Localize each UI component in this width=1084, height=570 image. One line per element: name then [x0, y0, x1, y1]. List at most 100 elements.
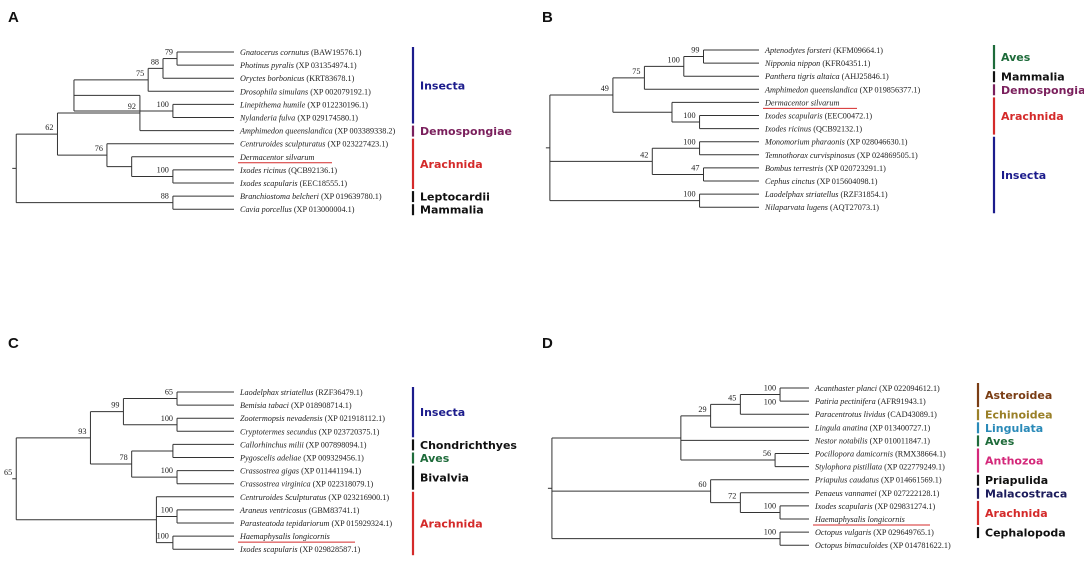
species-name: Oryctes borbonicus	[240, 74, 304, 83]
group-label: Priapulida	[985, 474, 1048, 487]
taxon-label: Linepithema humile (XP 012230196.1)	[239, 100, 368, 109]
taxon-label: Ixodes ricinus (QCB92136.1)	[239, 166, 337, 175]
species-name: Ixodes ricinus	[239, 166, 286, 175]
accession-id: (KRT83678.1)	[304, 74, 354, 83]
taxon-label: Laodelphax striatellus (RZF36479.1)	[239, 388, 363, 397]
species-name: Monomorium pharaonis	[764, 138, 845, 147]
species-name: Ixodes scapularis	[764, 112, 823, 121]
group-label: Chondrichthyes	[420, 439, 517, 452]
taxon-label: Zootermopsis nevadensis (XP 021918112.1)	[240, 414, 385, 423]
group-label: Echinoidea	[985, 409, 1053, 422]
taxon-label: Ixodes scapularis (EEC18555.1)	[239, 179, 347, 188]
accession-id: (AQT27073.1)	[828, 203, 879, 212]
accession-id: (XP 024869505.1)	[855, 151, 918, 160]
bootstrap-value: 100	[161, 466, 173, 475]
group-label: Lingulata	[985, 422, 1043, 435]
species-name: Pygoscelis adeliae	[239, 454, 302, 463]
species-name: Cavia porcellus	[240, 205, 292, 214]
taxon-label: Gnatocerus cornutus (BAW19576.1)	[240, 48, 362, 57]
group-label: Leptocardii	[420, 191, 490, 204]
group-label: Cephalopoda	[985, 527, 1066, 540]
group-label: Demospongiae	[420, 125, 512, 138]
species-name: Stylophora pistillata	[815, 463, 882, 472]
taxon-label: Ixodes scapularis (EEC00472.1)	[764, 112, 872, 121]
accession-id: (XP 029828587.1)	[298, 545, 361, 554]
bootstrap-value: 65	[165, 388, 173, 397]
group-label: Aves	[985, 435, 1015, 448]
taxon-label: Crassostrea virginica (XP 022318079.1)	[240, 480, 374, 489]
taxon-label: Cavia porcellus (XP 013000004.1)	[240, 205, 355, 214]
species-name: Parasteatoda tepidariorum	[239, 519, 329, 528]
accession-id: (XP 029831274.1)	[873, 502, 936, 511]
accession-id: (BAW19576.1)	[309, 48, 362, 57]
bootstrap-value: 49	[601, 84, 609, 93]
accession-id: (XP 002079192.1)	[308, 87, 371, 96]
taxon-label: Nipponia nippon (KFR04351.1)	[764, 59, 871, 68]
taxon-label: Cephus cinctus (XP 015604098.1)	[765, 177, 878, 186]
taxon-label: Panthera tigris altaica (AHJ25846.1)	[764, 72, 889, 81]
bootstrap-value: 56	[763, 449, 771, 458]
accession-id: (XP 027222128.1)	[877, 489, 940, 498]
accession-id: (XP 015604098.1)	[815, 177, 878, 186]
taxon-label: Crassostrea gigas (XP 011441194.1)	[240, 467, 361, 476]
accession-id: (XP 010011847.1)	[868, 436, 931, 445]
bootstrap-value: 42	[640, 150, 648, 159]
species-name: Branchiostoma belcheri	[240, 192, 320, 201]
bootstrap-value: 100	[764, 398, 776, 407]
bootstrap-value: 45	[728, 393, 736, 402]
species-name: Bombus terrestris	[765, 164, 823, 173]
group-label: Insecta	[420, 406, 465, 419]
taxon-label: Bemisia tabaci (XP 018908714.1)	[240, 401, 352, 410]
group-label: Mammalia	[1001, 71, 1065, 84]
bootstrap-value: 100	[157, 165, 169, 174]
bootstrap-value: 47	[691, 163, 699, 172]
accession-id: (XP 022779249.1)	[882, 463, 945, 472]
taxon-label: Priapulus caudatus (XP 014661569.1)	[814, 476, 942, 485]
accession-id: (XP 013400727.1)	[868, 423, 931, 432]
taxon-label: Ixodes ricinus (QCB92132.1)	[764, 125, 862, 134]
bootstrap-value: 100	[683, 111, 695, 120]
group-label: Malacostraca	[985, 487, 1067, 500]
accession-id: (EEC18555.1)	[298, 179, 348, 188]
species-name: Octopus bimaculoides	[815, 541, 888, 550]
taxon-label: Octopus vulgaris (XP 029649765.1)	[815, 528, 934, 537]
group-label: Bivalvia	[420, 472, 469, 485]
taxon-label: Patiria pectinifera (AFR91943.1)	[814, 397, 926, 406]
panel-letter: B	[542, 9, 553, 26]
bootstrap-value: 100	[683, 190, 695, 199]
accession-id: (XP 007898094.1)	[304, 440, 367, 449]
taxon-label: Dermacentor silvarum	[239, 153, 314, 162]
species-name: Haemaphysalis longicornis	[239, 532, 330, 541]
bootstrap-value: 60	[698, 480, 706, 489]
taxon-label: Drosophila simulans (XP 002079192.1)	[239, 87, 371, 96]
taxon-label: Haemaphysalis longicornis	[239, 532, 330, 541]
species-name: Lingula anatina	[814, 423, 868, 432]
species-name: Aptenodytes forsteri	[764, 46, 832, 55]
group-label: Demospongiae	[1001, 84, 1084, 97]
bootstrap-value: 100	[157, 532, 169, 541]
bootstrap-value: 79	[165, 48, 173, 57]
accession-id: (XP 023227423.1)	[325, 140, 388, 149]
accession-id: (XP 028046630.1)	[845, 138, 908, 147]
accession-id: (XP 013000004.1)	[292, 205, 355, 214]
taxon-label: Araneus ventricosus (GBM83741.1)	[239, 506, 360, 515]
accession-id: (XP 031354974.1)	[294, 61, 357, 70]
accession-id: (XP 009329456.1)	[301, 454, 364, 463]
taxon-label: Parasteatoda tepidariorum (XP 015929324.…	[239, 519, 392, 528]
species-name: Nipponia nippon	[764, 59, 820, 68]
taxon-label: Haemaphysalis longicornis	[814, 515, 905, 524]
taxon-label: Monomorium pharaonis (XP 028046630.1)	[764, 138, 908, 147]
species-name: Ixodes ricinus	[764, 125, 811, 134]
bootstrap-value: 62	[45, 123, 53, 132]
accession-id: (XP 012230196.1)	[305, 100, 368, 109]
accession-id: (KFR04351.1)	[820, 59, 870, 68]
taxon-label: Ixodes scapularis (XP 029828587.1)	[239, 545, 361, 554]
accession-id: (XP 023216900.1)	[326, 493, 389, 502]
bootstrap-value: 93	[78, 427, 86, 436]
species-name: Nestor notabilis	[814, 436, 868, 445]
taxon-label: Pygoscelis adeliae (XP 009329456.1)	[239, 454, 364, 463]
group-label: Mammalia	[420, 204, 484, 217]
